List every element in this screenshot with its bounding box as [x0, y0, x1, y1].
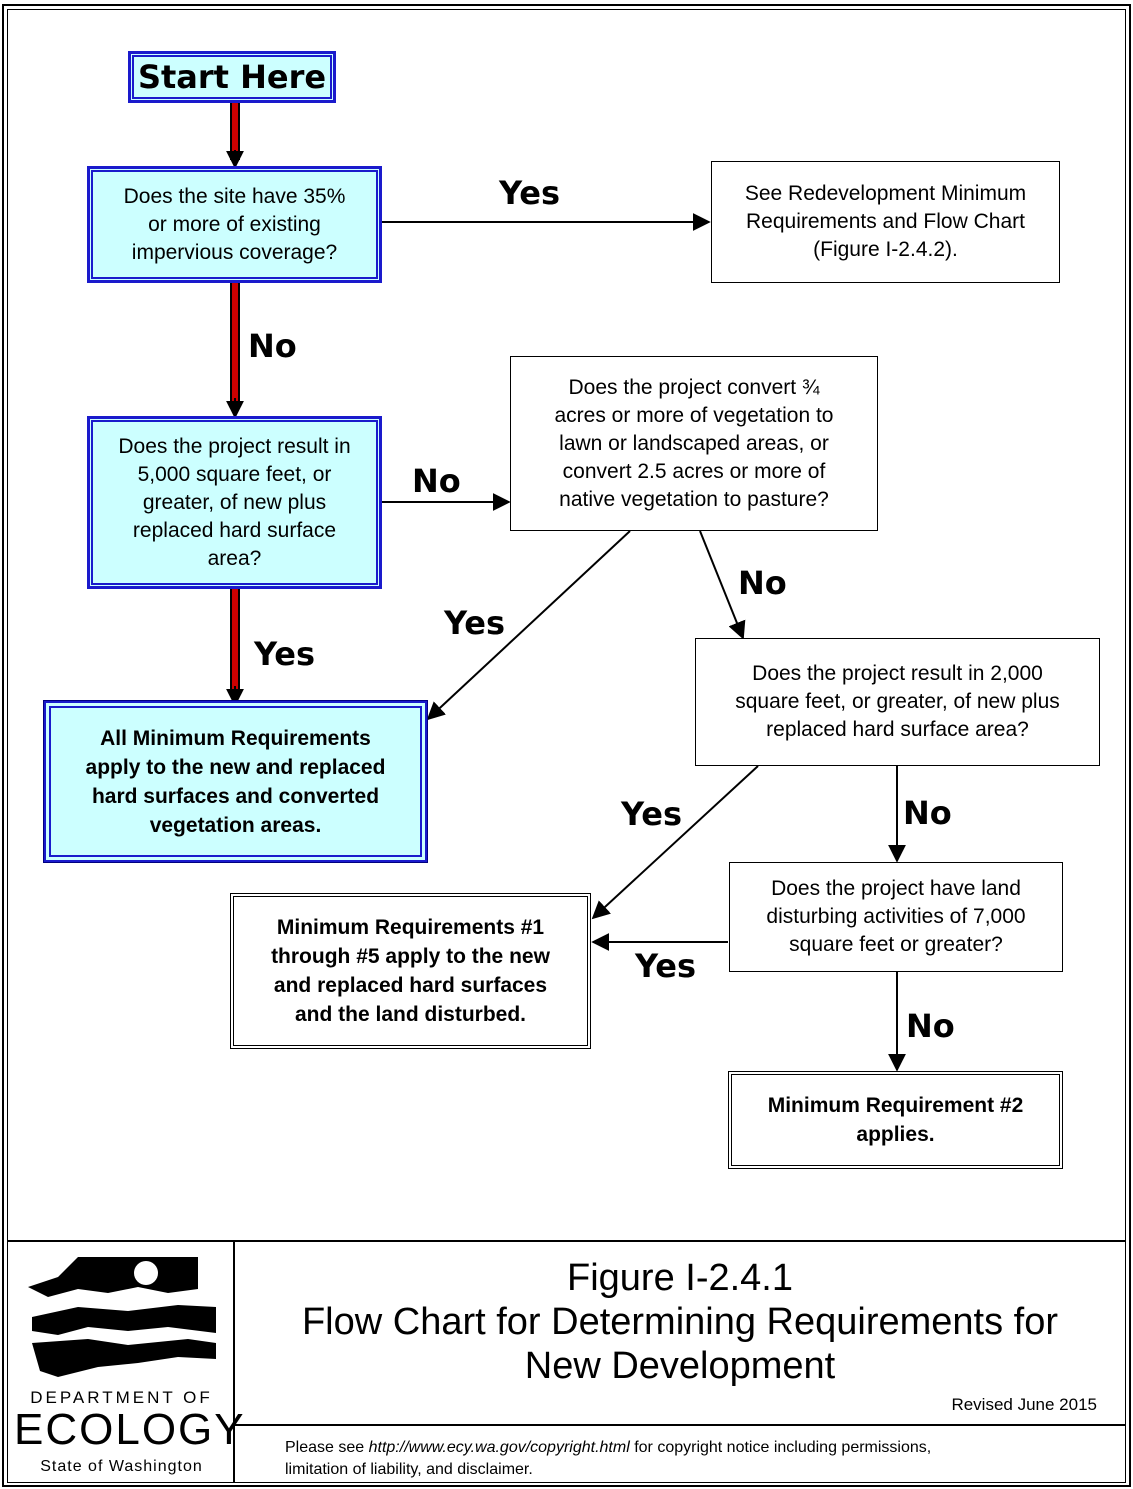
arrow-q4-yes: [591, 765, 759, 920]
footer-title-divider: [233, 1424, 1126, 1426]
outer-frame: [2, 4, 1131, 1487]
result-minimum-requirements-1-to-5: Minimum Requirements #1 through #5 apply…: [230, 893, 591, 1049]
label-yes-q1: Yes: [499, 174, 560, 212]
question-convert-vegetation: Does the project convert ¾ acres or more…: [510, 356, 878, 531]
question-5000-sqft: Does the project result in 5,000 square …: [87, 416, 382, 589]
revised-date: Revised June 2015: [951, 1395, 1097, 1414]
label-yes-q5: Yes: [635, 947, 696, 985]
label-no-q1: No: [248, 327, 297, 365]
main-path-segment-1: [230, 102, 240, 160]
start-label: Start Here: [137, 58, 327, 96]
ecology-logo-icon: [18, 1247, 218, 1387]
result-all-minimum-requirements: All Minimum Requirements apply to the ne…: [43, 700, 428, 863]
main-path-segment-2: [230, 282, 240, 408]
logo-dept-text: DEPARTMENT OF: [30, 1388, 213, 1407]
figure-number: Figure I-2.4.1: [567, 1257, 793, 1299]
label-yes-q2: Yes: [254, 635, 315, 673]
label-yes-q3: Yes: [444, 604, 505, 642]
arrow-q3-no: [699, 530, 746, 640]
main-path-segment-3: [230, 588, 240, 696]
label-no-q4: No: [903, 794, 952, 832]
logo-ecology-text: ECOLOGY: [14, 1405, 246, 1454]
question-existing-impervious: Does the site have 35% or more of existi…: [87, 166, 382, 283]
question-land-disturbing-7000: Does the project have land disturbing ac…: [729, 862, 1063, 972]
figure-title-line2: New Development: [524, 1345, 836, 1387]
question-2000-sqft: Does the project result in 2,000 square …: [695, 638, 1100, 766]
result-redevelopment: See Redevelopment Minimum Requirements a…: [711, 161, 1060, 283]
label-no-q5: No: [906, 1007, 955, 1045]
arrow-q3-yes: [426, 530, 631, 721]
start-box: Start Here: [128, 51, 336, 103]
label-no-q2: No: [412, 462, 461, 500]
copyright-link[interactable]: http://www.ecy.wa.gov/copyright.html: [368, 1439, 630, 1456]
footer-divider: [8, 1240, 1126, 1242]
footer-logo-divider: [233, 1240, 235, 1483]
result-minimum-requirement-2: Minimum Requirement #2 applies.: [728, 1071, 1063, 1169]
label-yes-q4: Yes: [621, 795, 682, 833]
figure-title-line1: Flow Chart for Determining Requirements …: [301, 1301, 1059, 1343]
logo-state-text: State of Washington: [40, 1458, 203, 1475]
inner-frame: [7, 9, 1126, 1483]
label-no-q3: No: [738, 564, 787, 602]
copyright-notice: Please see http://www.ecy.wa.gov/copyrig…: [285, 1439, 932, 1478]
